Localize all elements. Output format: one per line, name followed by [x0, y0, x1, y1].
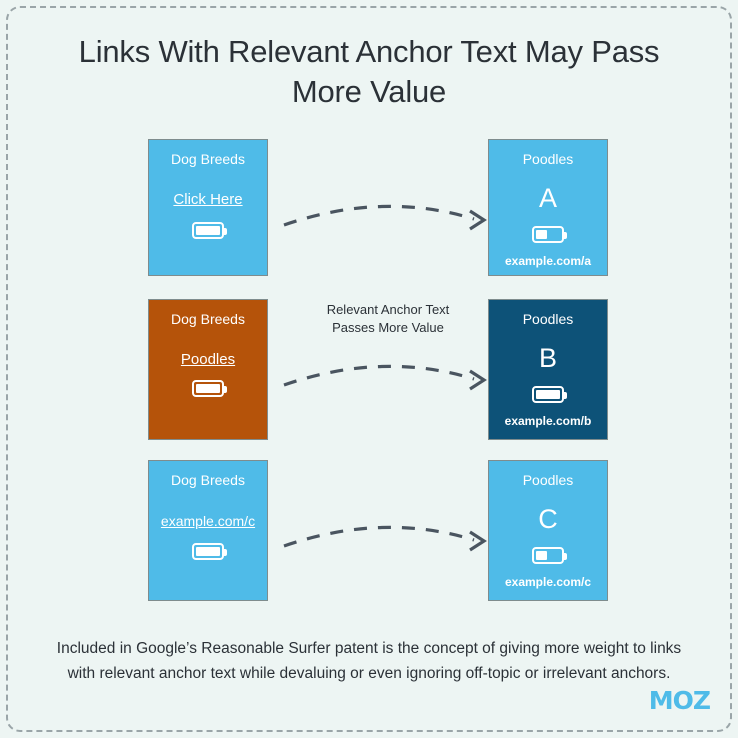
source-node-link[interactable]: Click Here — [173, 191, 243, 208]
flow-row-1: Dog Breeds Click Here Poodles A example.… — [0, 139, 738, 289]
target-node-title: Poodles — [522, 151, 574, 167]
target-node-2[interactable]: Poodles B example.com/b — [488, 299, 608, 440]
dashed-curved-arrow-icon — [283, 364, 487, 391]
battery-fill — [536, 230, 547, 239]
battery-icon — [532, 386, 567, 403]
dashed-curved-arrow-icon — [283, 204, 487, 231]
arrow-label-2: Relevant Anchor Text Passes More Value — [278, 301, 498, 337]
target-node-title: Poodles — [522, 472, 574, 488]
flow-row-3: Dog Breeds example.com/c Poodles C examp… — [0, 460, 738, 610]
source-node-2[interactable]: Dog Breeds Poodles — [148, 299, 268, 440]
caption-text: Included in Google’s Reasonable Surfer p… — [56, 640, 682, 682]
target-node-1[interactable]: Poodles A example.com/a — [488, 139, 608, 276]
battery-icon — [192, 543, 227, 560]
source-node-title: Dog Breeds — [171, 311, 245, 327]
target-node-3[interactable]: Poodles C example.com/c — [488, 460, 608, 601]
page-title: Links With Relevant Anchor Text May Pass… — [78, 34, 660, 109]
arrow-label-line-1: Relevant Anchor Text — [326, 302, 450, 317]
arrow-label-line-2: Passes More Value — [332, 320, 444, 335]
flow-row-2: Dog Breeds Poodles Relevant Anchor Text … — [0, 299, 738, 449]
target-node-letter: B — [538, 343, 557, 373]
battery-fill — [196, 547, 220, 556]
target-node-letter: C — [538, 504, 558, 534]
dashed-curved-arrow-icon — [283, 525, 487, 552]
source-node-title: Dog Breeds — [171, 151, 245, 167]
target-node-url: example.com/c — [504, 575, 592, 589]
battery-icon — [532, 547, 567, 564]
battery-icon — [532, 226, 567, 243]
battery-fill — [196, 384, 220, 393]
moz-logo: MOZ — [648, 686, 711, 715]
source-node-link[interactable]: example.com/c — [160, 513, 256, 529]
flow-arrow-2 — [278, 347, 498, 407]
target-node-url: example.com/b — [504, 414, 592, 428]
battery-fill — [536, 551, 547, 560]
flow-arrow-1 — [278, 187, 498, 247]
target-node-title: Poodles — [522, 311, 574, 327]
battery-icon — [192, 222, 227, 239]
target-node-url: example.com/a — [504, 254, 592, 268]
flow-arrow-3 — [278, 508, 498, 568]
battery-icon — [192, 380, 227, 397]
target-node-letter: A — [538, 183, 557, 213]
source-node-1[interactable]: Dog Breeds Click Here — [148, 139, 268, 276]
source-node-title: Dog Breeds — [171, 472, 245, 488]
source-node-link[interactable]: Poodles — [180, 351, 236, 368]
battery-fill — [196, 226, 220, 235]
battery-fill — [536, 390, 560, 399]
source-node-3[interactable]: Dog Breeds example.com/c — [148, 460, 268, 601]
